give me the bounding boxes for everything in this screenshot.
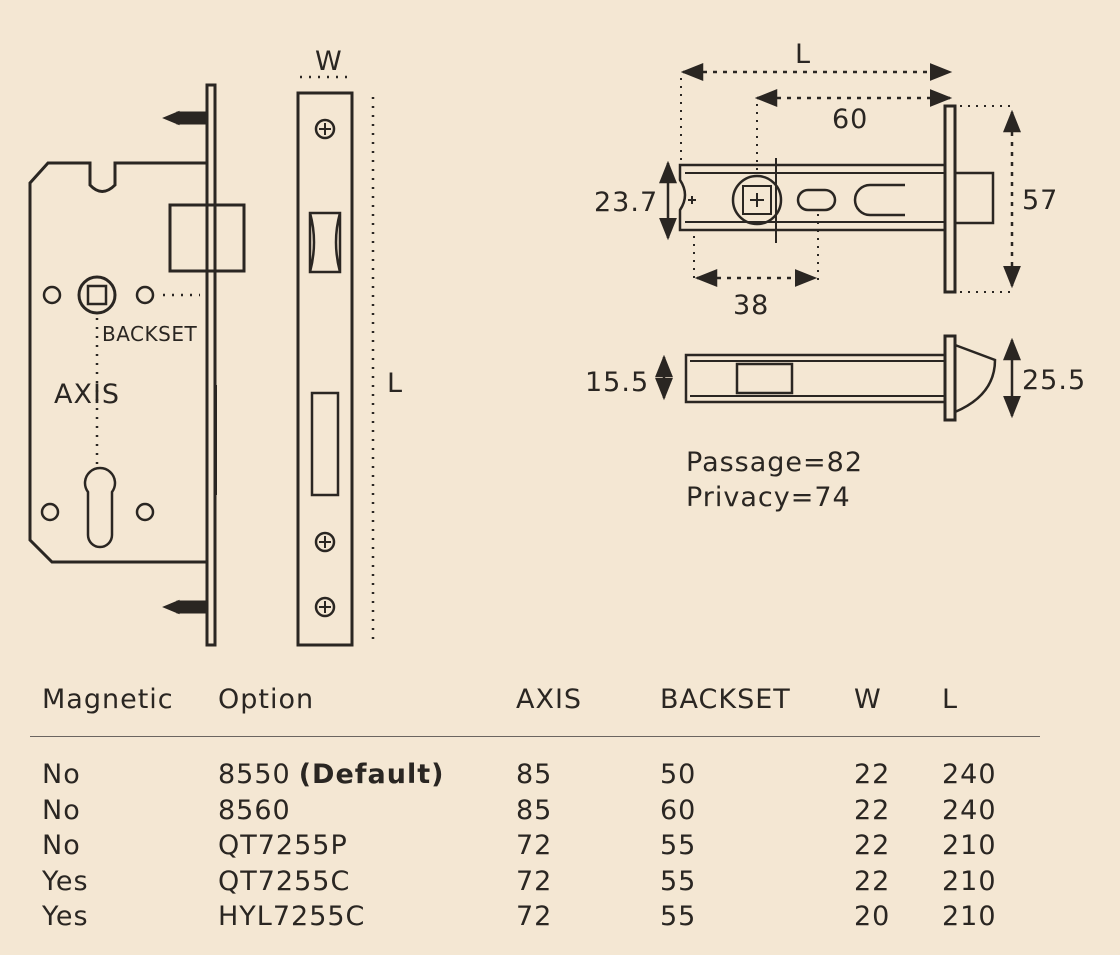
top-spike <box>176 111 209 125</box>
cell-axis: 72 <box>516 901 553 932</box>
cell-axis: 85 <box>516 794 553 826</box>
table-row: Yes HYL7255C 72 55 20 210 <box>30 901 1040 937</box>
cell-magnetic: Yes <box>42 901 89 932</box>
cell-magnetic: Yes <box>42 865 89 897</box>
forend-plate <box>205 83 217 647</box>
cell-option: QT7255P <box>218 830 348 861</box>
length-label: L <box>387 368 403 399</box>
dim-25-5-label: 25.5 <box>1022 365 1086 396</box>
spindle-hub <box>731 174 783 226</box>
faceplate-top <box>943 334 957 422</box>
header-l: L <box>942 684 959 715</box>
passage-label: Passage=82 <box>686 447 863 478</box>
width-label: W <box>315 46 343 77</box>
lock-case <box>28 161 207 564</box>
dim-57-label: 57 <box>1022 185 1058 216</box>
cell-w: 22 <box>854 830 891 861</box>
cell-magnetic: No <box>42 794 81 826</box>
cell-axis: 72 <box>516 830 553 861</box>
spec-table: Magnetic Option AXIS BACKSET W L No 8550… <box>30 678 1040 937</box>
cell-option-note: (Default) <box>298 759 445 790</box>
lock-technical-diagram: BACKSET AXIS W L L 60 57 <box>28 39 1086 647</box>
cell-l: 210 <box>942 901 997 932</box>
follower-hub <box>77 275 117 315</box>
dim-15-5-label: 15.5 <box>585 367 649 398</box>
latch-top-view <box>684 334 997 422</box>
backset-label: BACKSET <box>102 322 197 346</box>
cell-l: 240 <box>942 759 997 790</box>
cell-axis: 72 <box>516 865 553 897</box>
cell-backset: 55 <box>660 901 697 932</box>
table-row: No QT7255P 72 55 22 210 <box>30 830 1040 866</box>
header-w: W <box>854 684 882 715</box>
latch-opening <box>308 211 342 274</box>
cell-backset: 60 <box>660 794 697 826</box>
cell-l: 240 <box>942 794 997 826</box>
cell-magnetic: No <box>42 759 81 790</box>
cell-magnetic: No <box>42 830 81 861</box>
cell-backset: 55 <box>660 830 697 861</box>
privacy-label: Privacy=74 <box>686 482 851 513</box>
cell-l: 210 <box>942 865 997 897</box>
faceplate <box>943 104 957 294</box>
table-body: No 8550(Default) 85 50 22 240 No 8560 85… <box>30 759 1040 937</box>
lock-body-front-view <box>28 83 246 647</box>
header-axis: AXIS <box>516 684 583 715</box>
table-row: No 8560 85 60 22 240 <box>30 795 1040 831</box>
dim-60-label: 60 <box>832 104 868 135</box>
cell-w: 20 <box>854 901 891 932</box>
cell-option: HYL7255C <box>218 901 366 932</box>
latch-length-label: L <box>795 39 811 70</box>
cell-axis: 85 <box>516 759 553 790</box>
cell-backset: 50 <box>660 759 697 790</box>
dim-38-label: 38 <box>733 290 769 321</box>
cell-l: 210 <box>942 830 997 861</box>
cylinder-cutout <box>83 466 117 549</box>
cell-w: 22 <box>854 759 891 790</box>
table-row: No 8550(Default) 85 50 22 240 <box>30 759 1040 795</box>
latch-body <box>678 163 945 232</box>
cell-option: 8560 <box>218 794 291 826</box>
header-option: Option <box>218 684 315 715</box>
bottom-spike <box>176 600 209 614</box>
header-magnetic: Magnetic <box>42 684 174 715</box>
axis-label: AXIS <box>54 379 120 410</box>
table-header: Magnetic Option AXIS BACKSET W L <box>30 678 1040 737</box>
cell-w: 22 <box>854 794 891 826</box>
bolt-opening <box>310 391 340 497</box>
header-backset: BACKSET <box>660 684 791 715</box>
cell-option-code: 8550 <box>218 759 291 790</box>
cell-backset: 55 <box>660 865 697 897</box>
cell-option: 8550(Default) <box>218 759 444 790</box>
dim-23-7-label: 23.7 <box>594 187 658 218</box>
latch-bolt <box>168 203 209 273</box>
table-row: Yes QT7255C 72 55 22 210 <box>30 866 1040 902</box>
cell-option: QT7255C <box>218 865 351 897</box>
forend-front-view <box>296 91 354 647</box>
cell-w: 22 <box>854 865 891 897</box>
